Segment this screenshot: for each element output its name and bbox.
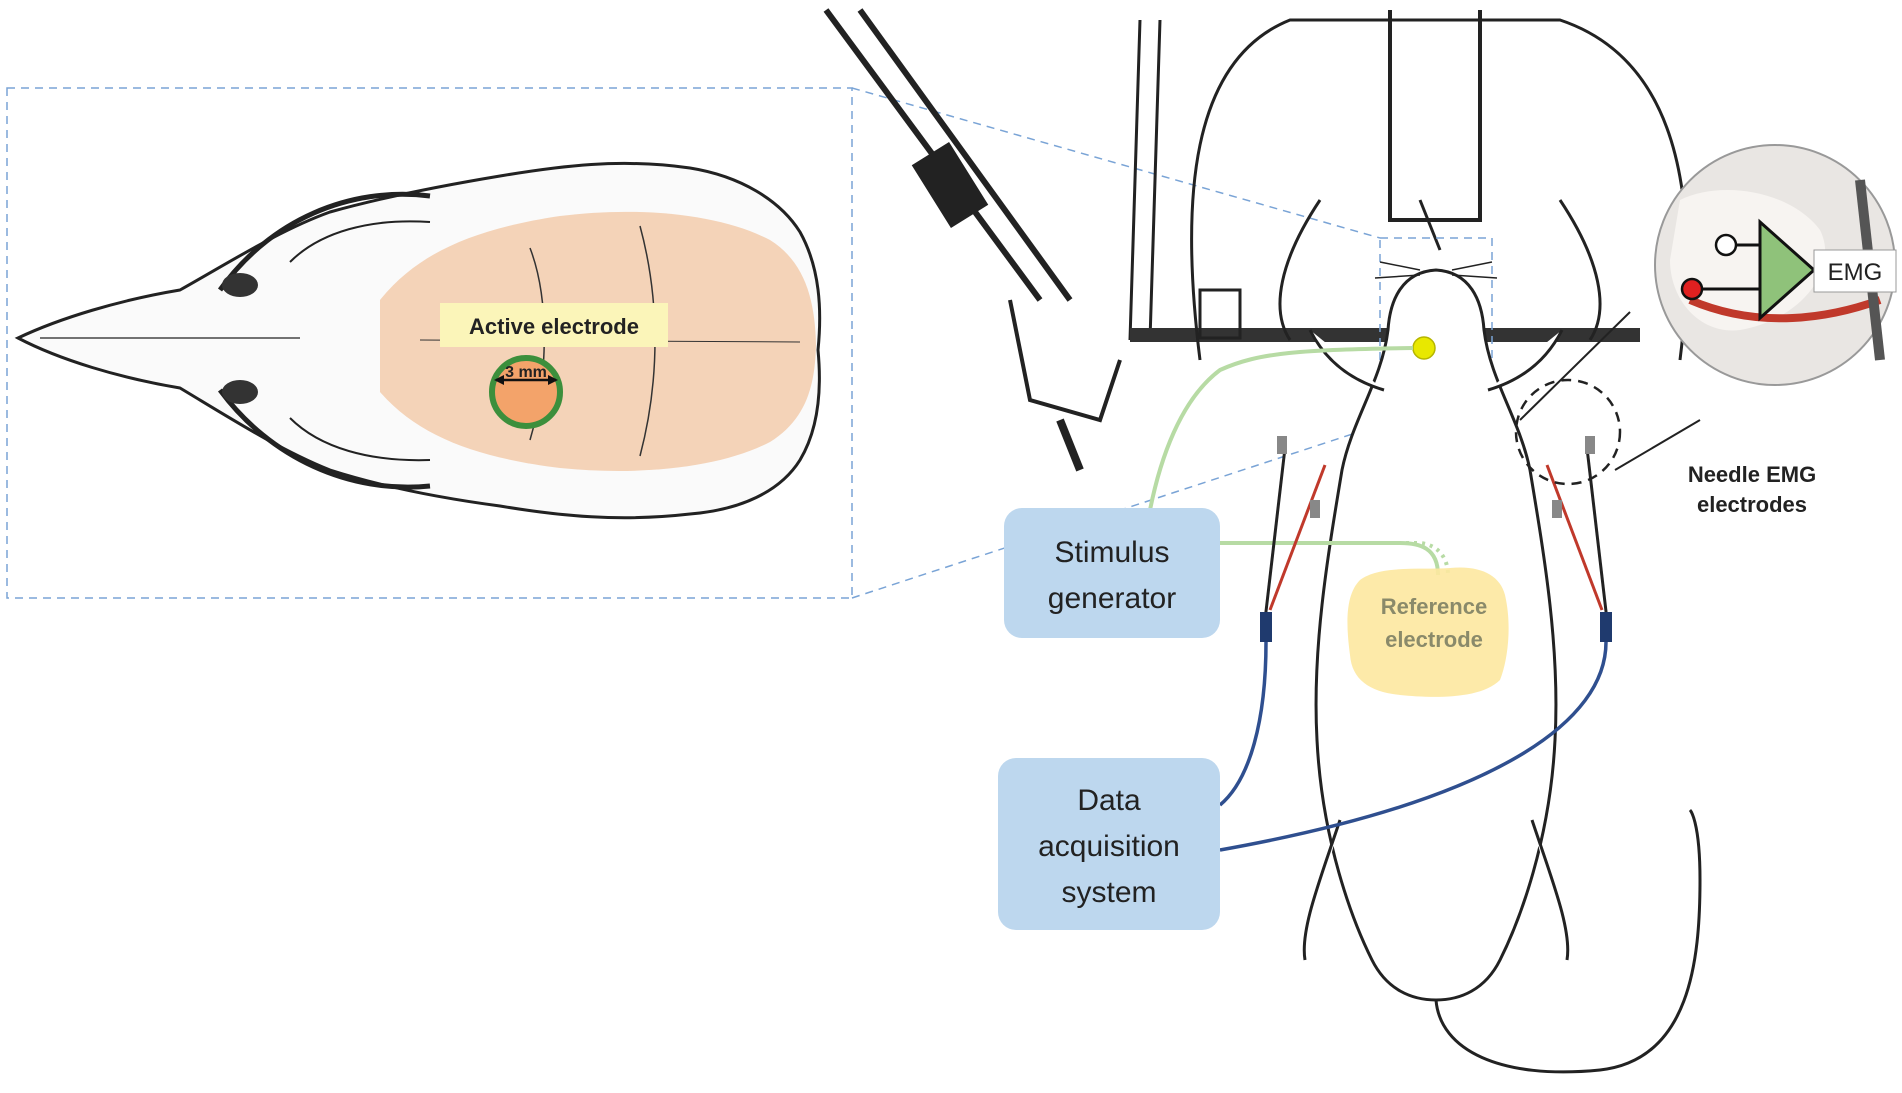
needle-tip-right-a: [1585, 436, 1595, 454]
needle-connector-right: [1600, 612, 1612, 642]
needle-connector-left: [1260, 612, 1272, 642]
active-electrode-ring: [489, 355, 563, 429]
emg-label: EMG: [1828, 259, 1883, 286]
daq-wire-left: [1218, 641, 1268, 807]
reference-electrode-sponge: [1347, 567, 1509, 697]
active-electrode-label-bg: [440, 303, 668, 347]
reference-electrode-label-line2: electrode: [1385, 627, 1483, 652]
skull-inset-frame: [6, 87, 853, 599]
daq-wire-right: [1219, 641, 1608, 852]
diameter-label: 3 mm: [505, 364, 547, 381]
needle-wire-right-black: [1585, 447, 1609, 621]
stimulus-generator-box: [1004, 508, 1220, 638]
needle-emg-label-line2: electrodes: [1697, 492, 1807, 517]
amp-input-positive: [1714, 233, 1738, 257]
amp-input-negative: [1680, 277, 1704, 301]
needle-wire-right-red: [1545, 464, 1604, 611]
active-electrode-label: Active electrode: [469, 314, 639, 339]
needle-tip-left-b: [1310, 500, 1320, 518]
stimulus-generator-label-line1: Stimulus: [1054, 536, 1169, 569]
guide-line-top: [851, 87, 1381, 239]
stereotaxic-frame: [823, 8, 1689, 472]
needle-tip-right-b: [1552, 500, 1562, 518]
data-acquisition-label-line1: Data: [1077, 784, 1141, 817]
diameter-arrow-head-left: [494, 375, 504, 385]
stimulation-point: [1412, 336, 1436, 360]
data-acquisition-label-line3: system: [1061, 876, 1156, 909]
data-acquisition-box: [998, 758, 1220, 930]
needle-emg-highlight: [1514, 378, 1622, 486]
needle-wire-left-black: [1263, 447, 1287, 621]
needle-emg-label-line1: Needle EMG: [1688, 462, 1816, 487]
needle-emg-pointer-b: [1614, 419, 1701, 471]
stimulus-generator-label-line2: generator: [1048, 582, 1176, 615]
needle-emg-pointer-a: [1519, 311, 1631, 421]
data-acquisition-label-line2: acquisition: [1038, 830, 1180, 863]
skull-illustration: [14, 161, 822, 520]
guide-line-bottom: [851, 424, 1381, 599]
needle-tip-left-a: [1277, 436, 1287, 454]
reference-electrode-label-line1: Reference: [1381, 594, 1487, 619]
stimulus-wire: [1148, 346, 1414, 511]
emg-label-bg: [1813, 249, 1897, 293]
needle-wire-left-red: [1268, 464, 1327, 611]
diameter-arrow-head-right: [548, 375, 558, 385]
amplifier-triangle: [1758, 218, 1817, 322]
